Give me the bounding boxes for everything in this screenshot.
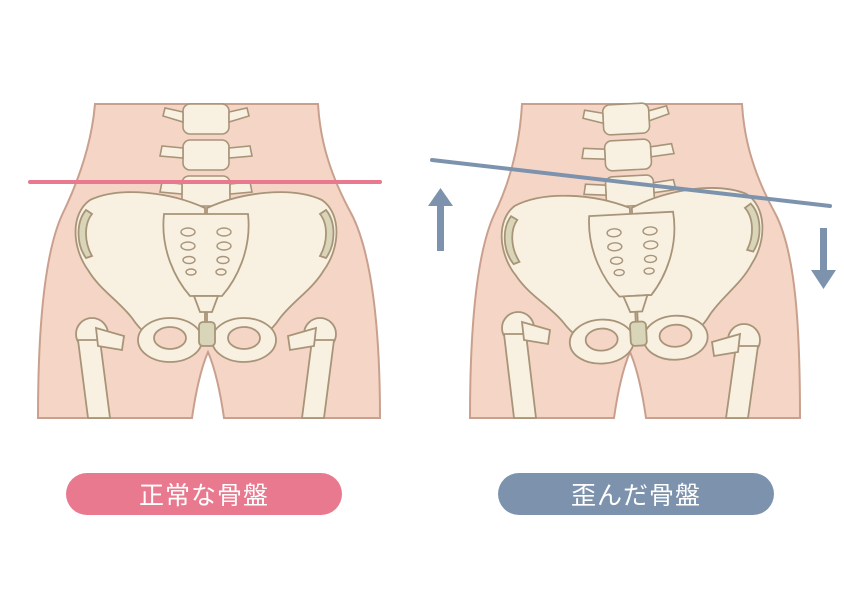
tilted-pelvis-illustration [428, 102, 836, 419]
lumbar-spine [159, 103, 253, 207]
arrow-up-icon [428, 188, 453, 251]
femur-bones [501, 311, 761, 419]
lumbar-spine [581, 102, 677, 208]
normal-pelvis-illustration [28, 103, 382, 419]
arrow-down-icon [811, 228, 836, 289]
femur-bones [75, 317, 337, 419]
sacral-foramina [180, 227, 232, 276]
normal-pelvis-label: 正常な骨盤 [66, 473, 342, 515]
tilted-pelvis-label: 歪んだ骨盤 [498, 473, 774, 515]
normal-pelvis-panel: 正常な骨盤 [28, 103, 382, 515]
pelvis-bone [500, 187, 764, 365]
tilted-hip-line [430, 158, 832, 208]
sacral-foramina [606, 226, 659, 277]
tilted-pelvis-panel: 歪んだ骨盤 [422, 0, 844, 600]
